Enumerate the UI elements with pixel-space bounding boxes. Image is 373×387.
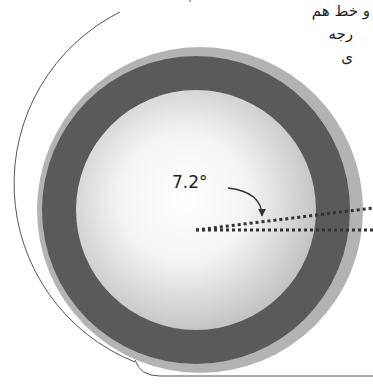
ray-line [196,208,373,230]
dark-ring [42,56,350,364]
note-text: ی [341,48,353,66]
angle-label: 7.2° [172,172,208,192]
note-text: و خط هم [312,2,370,20]
outer-ring [37,47,363,373]
note-text: رجه [328,25,353,43]
ray-line [196,229,373,232]
core-sphere [76,90,316,330]
angle-arrow [228,188,262,216]
